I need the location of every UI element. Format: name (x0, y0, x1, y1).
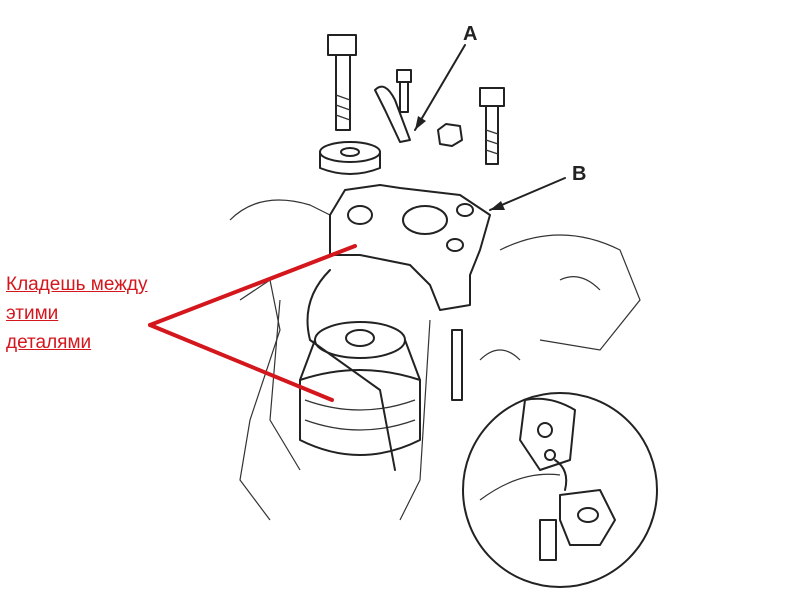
right-bolt (479, 87, 505, 165)
detail-inset (462, 392, 658, 588)
engine-background (229, 199, 641, 521)
callout-b: B (489, 163, 586, 211)
nut (437, 123, 463, 147)
long-bolt (327, 34, 357, 131)
stud (451, 329, 463, 401)
hose (306, 269, 396, 471)
rubber-mount (299, 321, 421, 456)
mount-bracket (329, 184, 491, 311)
annotation-line-1: Кладешь между (6, 274, 148, 295)
small-bolt (374, 69, 412, 143)
callout-b-label: B (572, 163, 586, 185)
callout-a-label: A (463, 23, 477, 45)
washer (319, 141, 381, 175)
annotation-line-3: деталями (6, 332, 92, 353)
annotation-pointers (148, 244, 357, 402)
annotation-line-2: этими (6, 303, 59, 324)
callout-a: A (414, 23, 477, 131)
